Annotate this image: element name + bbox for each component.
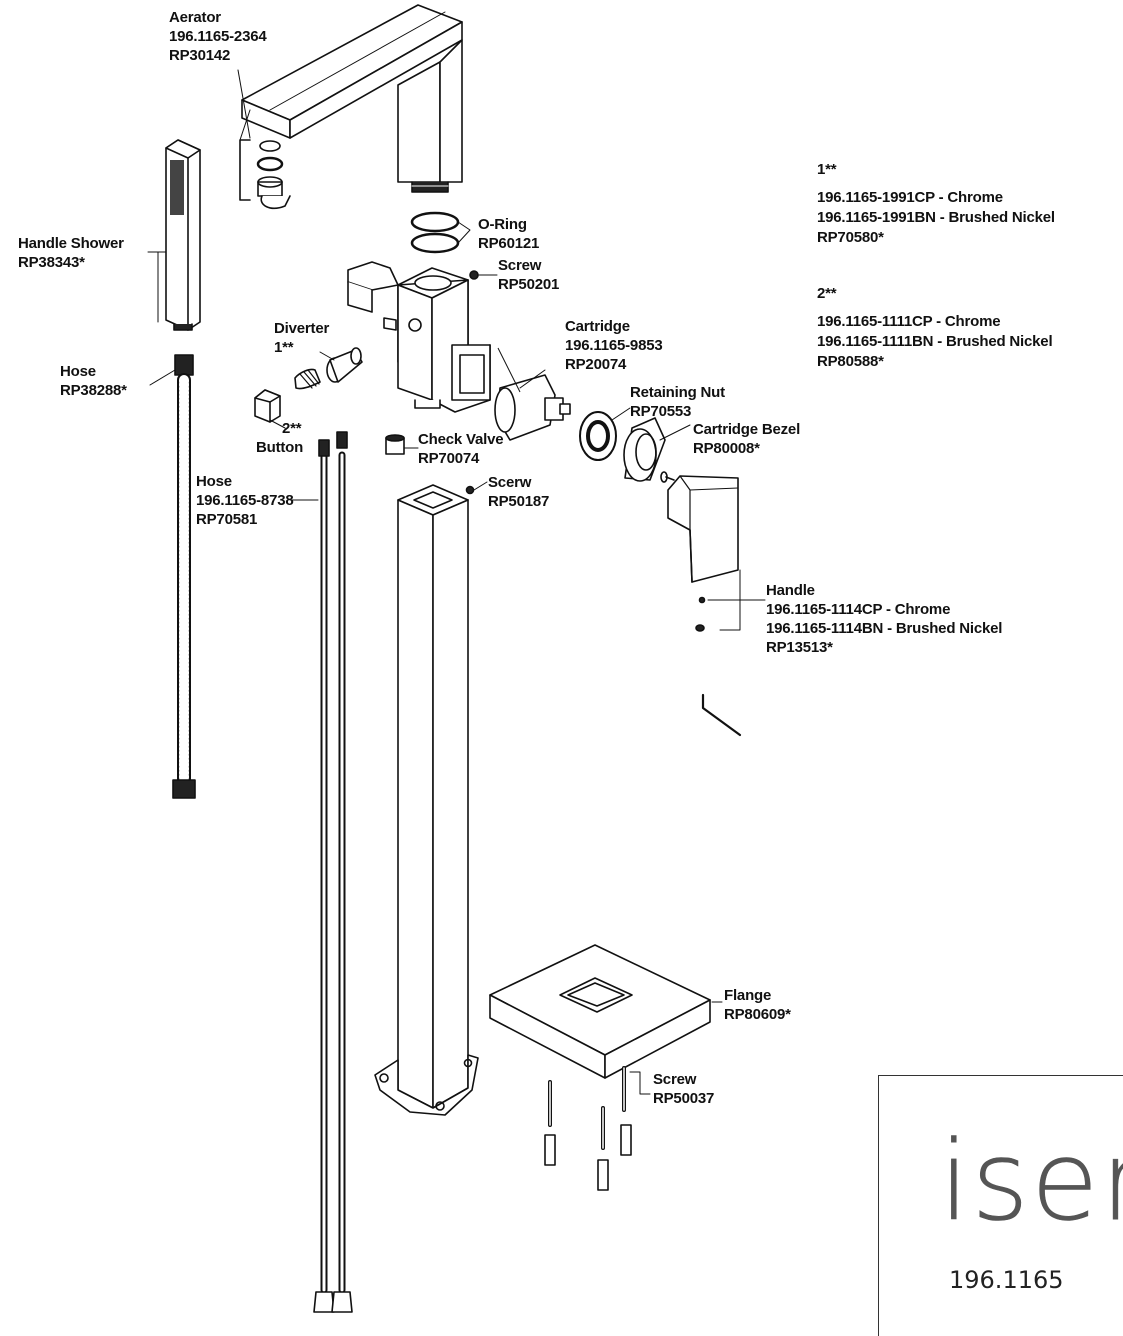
brand-logo: iser xyxy=(939,1117,1123,1246)
screw-top xyxy=(469,270,479,280)
label-button: 2**Button xyxy=(256,420,304,456)
cartridge-part xyxy=(494,369,571,441)
flange-part xyxy=(489,944,723,1079)
leader-lines xyxy=(497,347,521,393)
aerator-parts xyxy=(239,109,291,210)
set-screw xyxy=(660,471,675,483)
model-number: 196.1165 xyxy=(949,1266,1064,1294)
valve-body xyxy=(347,261,491,413)
screw-mid xyxy=(465,485,475,495)
diverter-assembly xyxy=(294,347,363,390)
hand-shower xyxy=(147,139,201,331)
cartridge-bezel xyxy=(623,417,691,482)
shower-hose xyxy=(149,354,196,799)
button-part xyxy=(254,389,286,429)
mounting-screws xyxy=(544,1066,651,1191)
check-valve xyxy=(385,434,419,455)
o-rings xyxy=(410,211,471,254)
allen-key xyxy=(701,693,742,737)
column-body xyxy=(374,484,479,1116)
brand-box: iser 196.1165 xyxy=(878,1075,1123,1336)
spout xyxy=(241,4,463,193)
handle-part xyxy=(667,475,766,632)
retaining-nut xyxy=(579,407,631,461)
supply-hoses xyxy=(289,431,353,1313)
